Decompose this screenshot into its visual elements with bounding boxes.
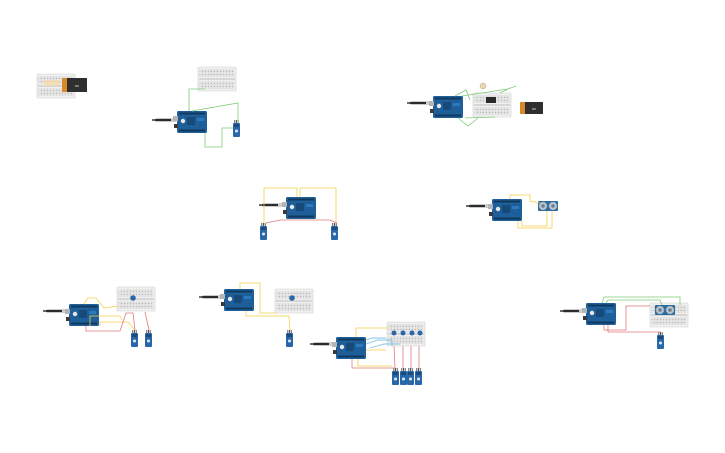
wire-yellow[interactable] [355,327,392,367]
wire-red[interactable] [85,311,150,332]
potentiometer[interactable] [130,295,136,301]
usb-cable[interactable] [43,309,67,313]
arduino-uno[interactable] [488,199,522,221]
usb-cable[interactable] [310,342,334,346]
wire-yellow[interactable] [263,187,337,223]
sensor-module[interactable] [145,330,152,347]
wire-yellow[interactable] [83,297,136,331]
arduino-uno[interactable] [282,197,316,219]
potentiometer[interactable] [400,330,406,336]
battery-label: 9V [75,84,80,88]
arduino-four-sensor-circuit[interactable] [310,321,426,385]
ultrasonic-sensor[interactable] [537,200,559,212]
sensor-module[interactable] [131,330,138,347]
sensor-module[interactable] [233,120,240,137]
arduino-breadboard-two-sensor-circuit[interactable] [43,286,156,347]
breadboard[interactable] [274,288,314,314]
battery-breadboard-circuit[interactable]: 9V [36,73,87,99]
usb-cable[interactable] [560,309,584,313]
usb-cable[interactable] [199,295,223,299]
arduino-uno[interactable] [173,111,207,133]
arduino-breadboard-sensor-circuit-1[interactable] [152,66,240,148]
arduino-ultrasonic-circuit-2[interactable] [560,296,689,349]
arduino-uno[interactable] [65,304,99,326]
wire-green[interactable] [601,296,681,306]
battery-label: 9V [532,107,537,111]
sensor-module[interactable] [392,368,399,385]
wire-red[interactable] [351,345,420,369]
component-on-breadboard[interactable] [486,97,496,103]
usb-cable[interactable] [152,118,176,122]
wire-red[interactable] [603,305,661,333]
9v-battery[interactable]: 9V [62,78,87,92]
sensor-module[interactable] [657,332,664,349]
wire-yellow[interactable] [239,282,291,331]
arduino-breadboard-sensor-circuit-2[interactable] [199,282,314,347]
arduino-two-sensor-circuit[interactable] [259,187,338,240]
usb-cable[interactable] [407,101,431,105]
wire-red[interactable] [265,219,338,224]
sensor-module[interactable] [331,223,338,240]
wire-green[interactable] [188,88,239,148]
sensor-module[interactable] [260,223,267,240]
usb-cable[interactable] [259,203,283,207]
ultrasonic-sensor[interactable] [654,304,676,316]
arduino-uno[interactable] [582,303,616,325]
9v-battery[interactable]: 9V [520,102,543,114]
potentiometer[interactable] [409,330,415,336]
usb-cable[interactable] [466,204,490,208]
arduino-uno[interactable] [332,337,366,359]
potentiometer[interactable] [479,82,487,90]
sensor-module[interactable] [415,368,422,385]
arduino-uno[interactable] [429,96,463,118]
sensor-module[interactable] [286,330,293,347]
arduino-battery-breadboard-circuit[interactable]: 9V [407,82,543,127]
breadboard[interactable] [197,66,237,92]
breadboard[interactable] [472,92,512,118]
arduino-uno[interactable] [220,289,254,311]
potentiometer[interactable] [417,330,423,336]
wire-yellow[interactable] [509,194,553,229]
potentiometer[interactable] [289,295,295,301]
sensor-module[interactable] [400,368,407,385]
potentiometer[interactable] [391,330,397,336]
wire-green[interactable] [454,85,517,127]
breadboard[interactable] [116,286,156,312]
arduino-ultrasonic-circuit-1[interactable] [466,194,559,229]
sensor-module[interactable] [407,368,414,385]
wire-blue[interactable] [365,337,400,349]
component-on-breadboard[interactable] [44,80,60,86]
